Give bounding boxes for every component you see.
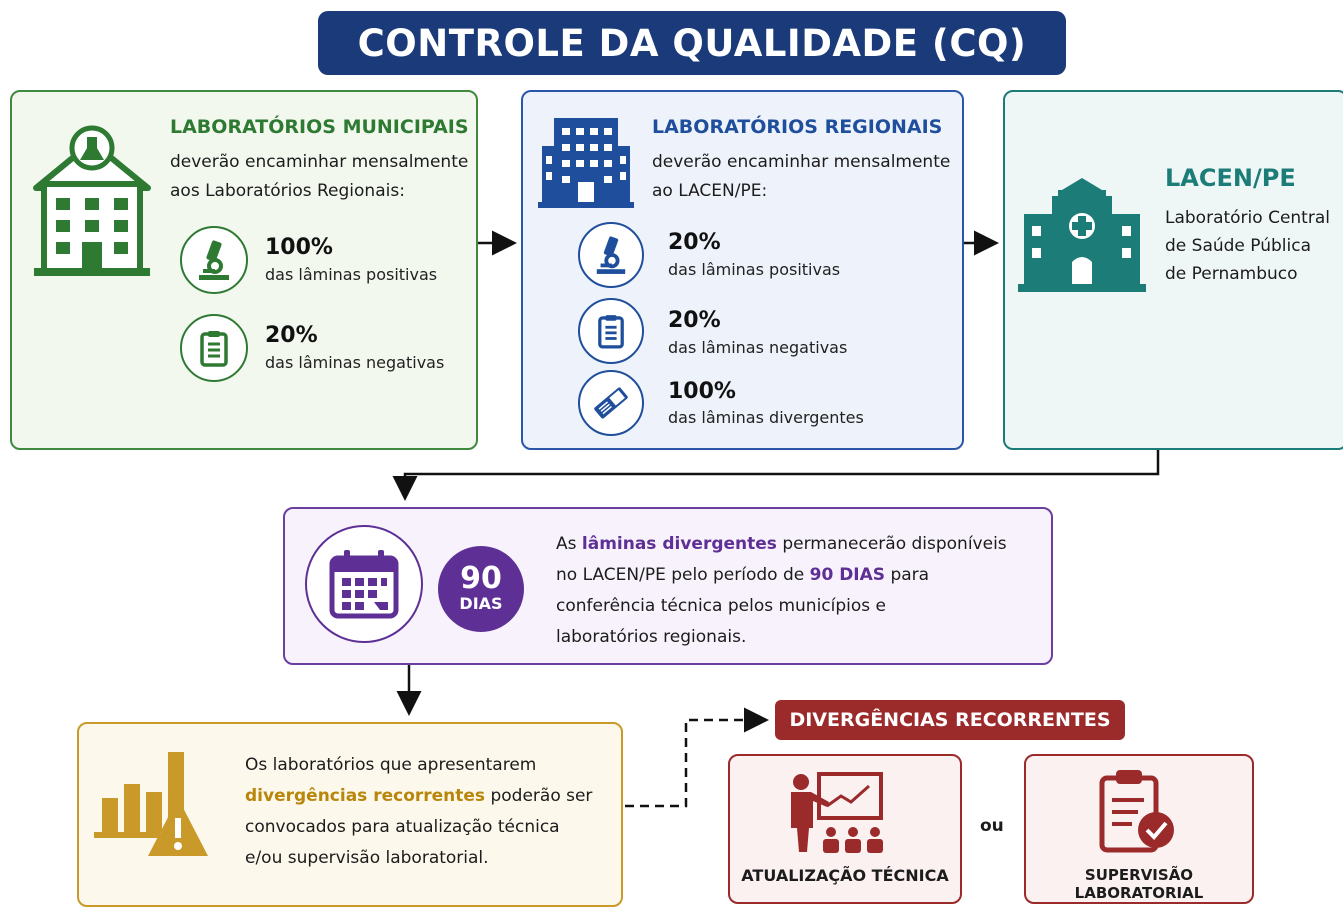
municipal-heading: LABORATÓRIOS MUNICIPAIS	[170, 116, 469, 138]
page-title: CONTROLE DA QUALIDADE (CQ)	[357, 21, 1027, 65]
lacen-heading: LACEN/PE	[1165, 164, 1296, 192]
clipboard-icon	[578, 298, 644, 364]
clipboard-icon	[180, 314, 248, 382]
regional-item2-value: 20%	[668, 308, 721, 333]
lacen-building-icon	[1018, 178, 1146, 292]
municipal-item1-label: das lâminas positivas	[265, 265, 438, 284]
retention-line1: As lâminas divergentes permanecerão disp…	[556, 534, 1007, 554]
dashed-arrow-to-divergencias	[625, 707, 769, 808]
regional-desc-line1: deverão encaminhar mensalmente	[652, 152, 951, 172]
municipal-desc-line2: aos Laboratórios Regionais:	[170, 181, 405, 201]
recurrent-line3: convocados para atualização técnica	[245, 817, 560, 837]
regional-lab-building-icon	[538, 118, 634, 208]
recurrent-line1: Os laboratórios que apresentarem	[245, 755, 537, 775]
regional-item3-label: das lâminas divergentes	[668, 408, 864, 427]
regional-desc-line2: ao LACEN/PE:	[652, 181, 768, 201]
microscope-icon	[180, 226, 248, 294]
badge-unit: DIAS	[459, 594, 503, 613]
calendar-icon	[305, 525, 423, 643]
clipboard-check-icon	[1099, 770, 1174, 853]
regional-item3-value: 100%	[668, 379, 736, 404]
municipal-item1-value: 100%	[265, 235, 333, 260]
bar-chart-warning-icon	[94, 752, 208, 856]
microscope-icon	[578, 222, 644, 288]
badge-number: 90	[460, 561, 502, 596]
retention-line2: no LACEN/PE pelo período de 90 DIAS para	[556, 565, 930, 585]
or-connector: ou	[980, 816, 1004, 836]
lacen-line1: Laboratório Central	[1165, 208, 1330, 228]
regional-item1-value: 20%	[668, 230, 721, 255]
ninety-days-badge: 90 DIAS	[438, 546, 524, 632]
recurrent-line2: divergências recorrentes poderão ser	[245, 786, 593, 806]
arrow-lacen-to-retention	[392, 450, 1160, 501]
retention-line3: conferência técnica pelos municípios e	[556, 596, 887, 616]
training-presentation-icon	[791, 772, 883, 853]
slide-icon	[578, 370, 644, 436]
recurrent-line4: e/ou supervisão laboratorial.	[245, 848, 489, 868]
option2-label: SUPERVISÃO LABORATORIAL	[1074, 866, 1204, 902]
option1-label: ATUALIZAÇÃO TÉCNICA	[741, 866, 949, 885]
regional-heading: LABORATÓRIOS REGIONAIS	[652, 116, 943, 138]
page-title-banner: CONTROLE DA QUALIDADE (CQ)	[318, 11, 1066, 75]
municipal-item2-value: 20%	[265, 323, 318, 348]
municipal-desc-line1: deverão encaminhar mensalmente	[170, 152, 469, 172]
municipal-item2-label: das lâminas negativas	[265, 353, 445, 372]
lacen-line2: de Saúde Pública	[1165, 236, 1312, 256]
municipal-lab-building-icon	[33, 125, 151, 276]
regional-item1-label: das lâminas positivas	[668, 260, 841, 279]
retention-line4: laboratórios regionais.	[556, 627, 747, 647]
divergencias-tag: DIVERGÊNCIAS RECORRENTES	[775, 700, 1125, 740]
regional-item2-label: das lâminas negativas	[668, 338, 848, 357]
lacen-line3: de Pernambuco	[1165, 264, 1298, 284]
